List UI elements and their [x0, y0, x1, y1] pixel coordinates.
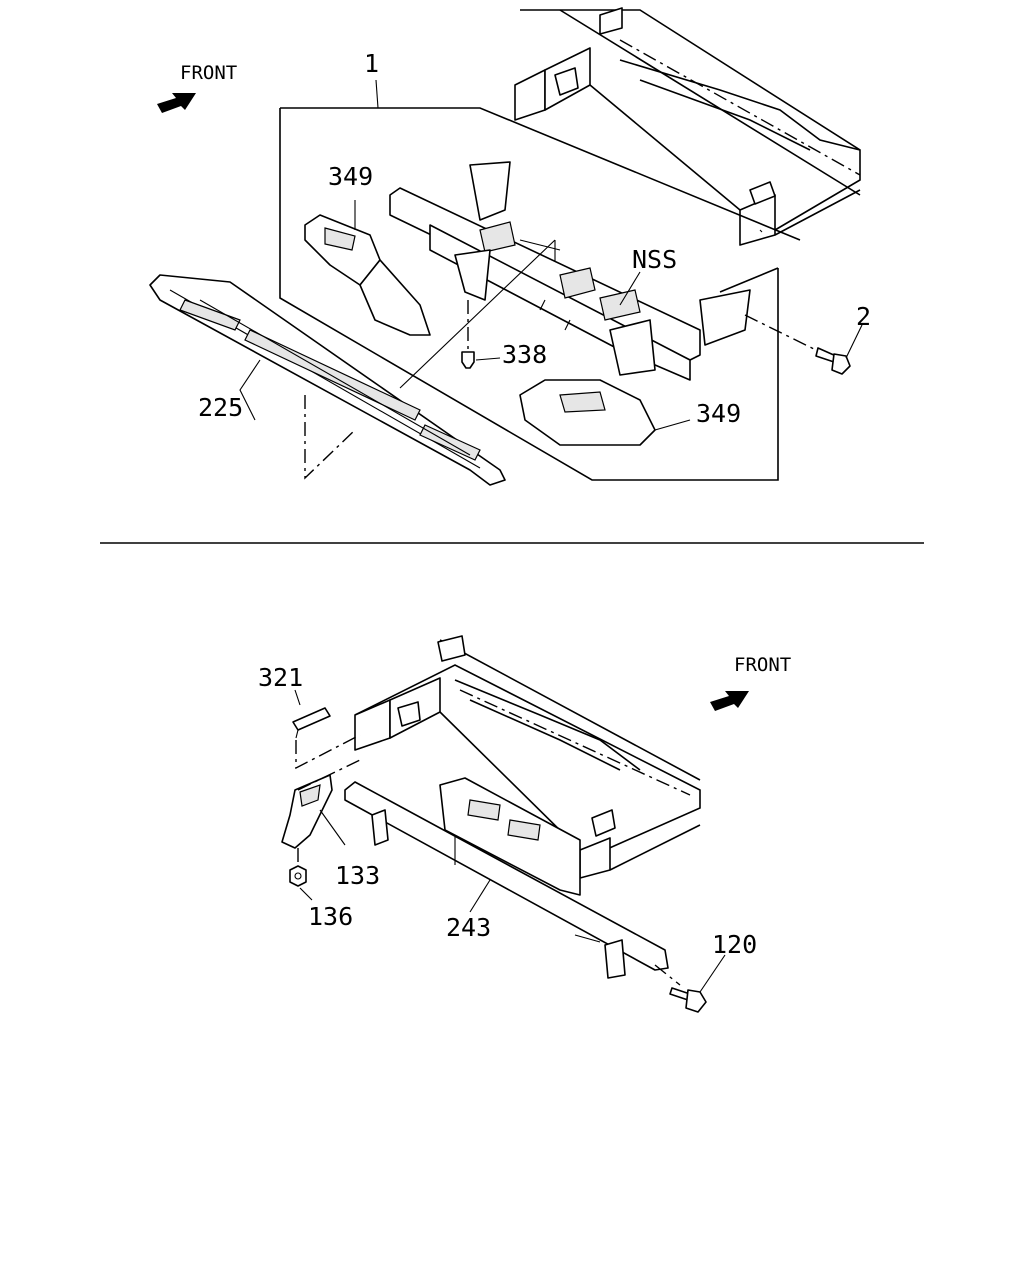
front-label-top: FRONT — [180, 62, 237, 84]
callout-nss: NSS — [632, 245, 677, 274]
leader-assembly — [399, 239, 556, 389]
callout-349-left: 349 — [328, 162, 373, 191]
bracket-right — [519, 379, 691, 446]
callout-136: 136 — [308, 902, 353, 931]
top-diagram: FRONT — [149, 7, 871, 486]
callout-1: 1 — [364, 49, 379, 78]
vehicle-frame-top — [514, 7, 861, 246]
front-indicator-top: FRONT — [157, 62, 237, 113]
bolt-120 — [654, 954, 726, 1013]
crossmember-243 — [344, 777, 669, 979]
callout-349-right: 349 — [696, 399, 741, 428]
leader-nss — [619, 271, 641, 306]
callout-321: 321 — [258, 663, 303, 692]
callout-243: 243 — [446, 913, 491, 942]
bracket-left — [304, 200, 431, 336]
front-indicator-bottom: FRONT — [710, 654, 791, 711]
plate-321 — [292, 689, 361, 770]
nut-136 — [289, 848, 313, 901]
front-arrow-icon — [157, 93, 196, 113]
callout-225: 225 — [198, 393, 243, 422]
bolt-2 — [744, 314, 863, 375]
step-pad — [149, 274, 506, 486]
front-arrow-icon-bottom — [710, 691, 749, 711]
bottom-diagram: FRONT — [258, 635, 791, 1013]
clip-338 — [461, 300, 501, 369]
callout-120: 120 — [712, 930, 757, 959]
leader-step-pad — [239, 359, 261, 421]
callout-133: 133 — [335, 861, 380, 890]
hook-133 — [281, 759, 361, 849]
assembly-outline — [279, 79, 801, 481]
rear-member-beam — [389, 161, 751, 381]
front-label-bottom: FRONT — [734, 654, 791, 676]
callout-2: 2 — [856, 302, 871, 331]
leader-243 — [469, 879, 491, 913]
callout-338: 338 — [502, 340, 547, 369]
